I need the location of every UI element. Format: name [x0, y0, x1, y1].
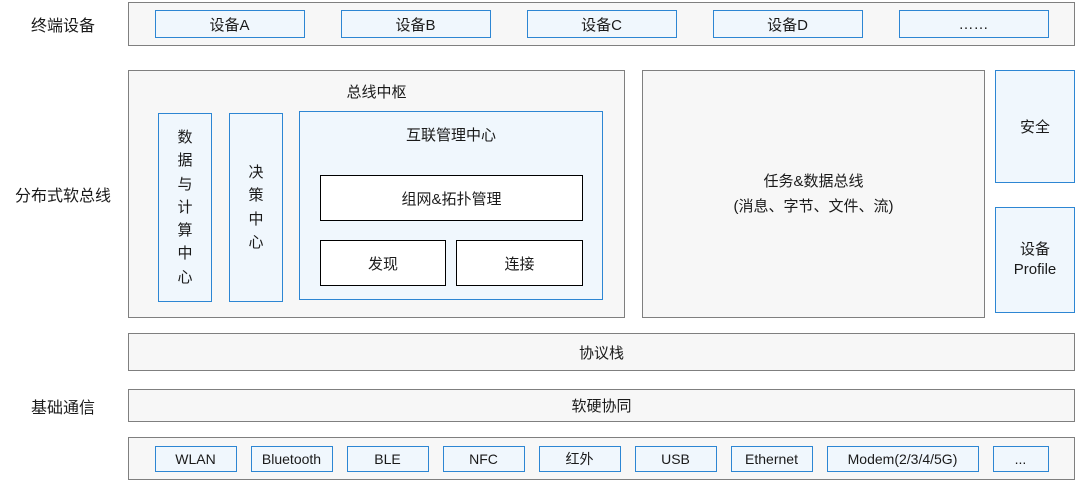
device-profile-line1: 设备	[1019, 240, 1050, 258]
device-a-box: 设备A	[154, 10, 305, 38]
interconnect-center-box: 互联管理中心 组网&拓扑管理 发现 连接	[299, 111, 603, 300]
device-more-box: ……	[898, 10, 1049, 38]
terminal-devices-container: 设备A 设备B 设备C 设备D ……	[128, 2, 1075, 46]
protocol-stack-box: 协议栈	[128, 333, 1075, 371]
protocol-ethernet-box: Ethernet	[730, 445, 813, 472]
task-data-bus-line1: 任务&数据总线	[763, 172, 864, 190]
protocol-wlan-box: WLAN	[154, 445, 237, 472]
networking-topology-box: 组网&拓扑管理	[320, 175, 583, 221]
decision-center-text: 决策中心	[248, 164, 264, 251]
task-data-bus-box: 任务&数据总线 (消息、字节、文件、流)	[642, 70, 985, 318]
protocol-ble-box: BLE	[346, 445, 429, 472]
protocol-nfc-box: NFC	[442, 445, 525, 472]
device-b-box: 设备B	[340, 10, 491, 38]
decision-center-box: 决策中心	[229, 113, 283, 302]
device-profile-box: 设备 Profile	[995, 207, 1075, 313]
hw-sw-collaboration-box: 软硬协同	[128, 389, 1075, 422]
protocol-bluetooth-box: Bluetooth	[250, 445, 333, 472]
protocol-usb-box: USB	[634, 445, 717, 472]
task-data-bus-line2: (消息、字节、文件、流)	[733, 198, 894, 215]
label-distributed-softbus: 分布式软总线	[14, 188, 111, 205]
device-c-box: 设备C	[526, 10, 677, 38]
device-d-box: 设备D	[712, 10, 863, 38]
interconnect-center-title: 互联管理中心	[405, 127, 496, 144]
data-compute-center-text: 数据与计算中心	[177, 129, 193, 286]
connection-box: 连接	[456, 240, 583, 286]
label-terminal-devices: 终端设备	[30, 18, 95, 35]
protocols-container: WLAN Bluetooth BLE NFC 红外 USB Ethernet M…	[128, 437, 1075, 480]
data-compute-center-box: 数据与计算中心	[158, 113, 212, 302]
security-box: 安全	[995, 70, 1075, 183]
label-basic-communication: 基础通信	[30, 399, 95, 417]
protocol-modem-box: Modem(2/3/4/5G)	[826, 445, 979, 472]
device-profile-line2: Profile	[1013, 261, 1057, 278]
bus-hub-title: 总线中枢	[346, 84, 407, 101]
protocol-more-box: ...	[992, 445, 1049, 472]
discovery-box: 发现	[320, 240, 446, 286]
bus-hub-container: 总线中枢 数据与计算中心 决策中心 互联管理中心 组网&拓扑管理 发现 连接	[128, 70, 625, 318]
protocol-infrared-box: 红外	[538, 445, 621, 472]
